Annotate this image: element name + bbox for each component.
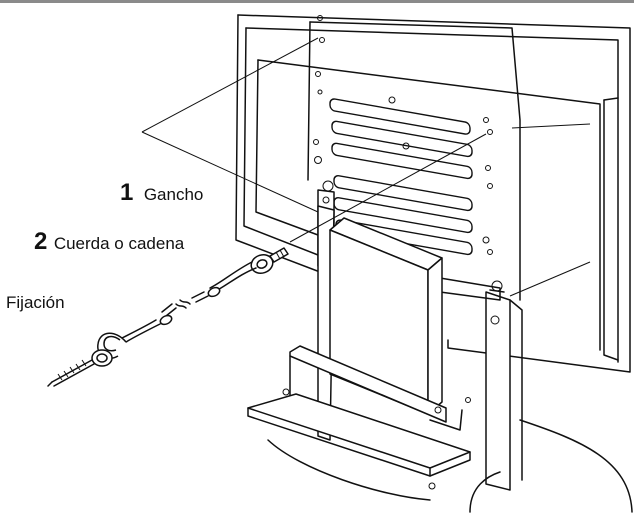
hook-label: Gancho (143, 185, 204, 204)
fixing-label: Fijación (6, 293, 65, 312)
hook-icon (250, 247, 289, 275)
pointer-lines (141, 37, 591, 297)
hook-callout: 1 Gancho (120, 179, 203, 207)
cord-number: 2 (34, 228, 48, 255)
av-box (329, 217, 443, 415)
cord-callout: 2 Cuerda o cadena (34, 228, 184, 256)
fixing-icon (47, 332, 127, 387)
shelves (247, 345, 471, 501)
cord-label: Cuerda o cadena (53, 234, 185, 253)
cord-icon (121, 261, 257, 343)
stand (317, 180, 633, 513)
hook-number: 1 (120, 179, 134, 206)
top-rule (0, 0, 634, 3)
